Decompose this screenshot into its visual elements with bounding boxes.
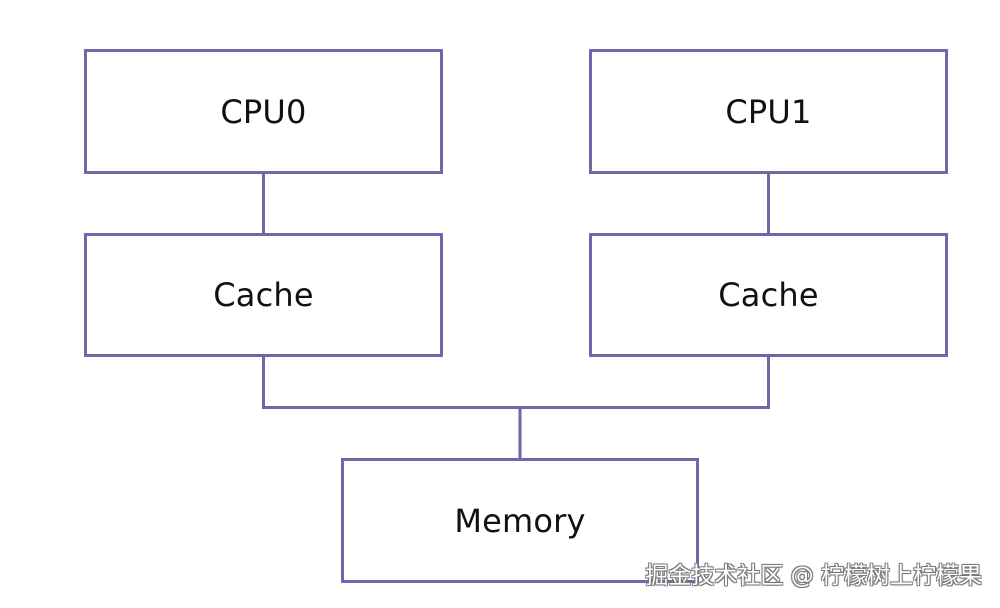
- cpu1-label: CPU1: [725, 92, 812, 131]
- edge-cache0-memory: [262, 355, 522, 460]
- cache1-label: Cache: [718, 276, 819, 314]
- cpu0-node: CPU0: [84, 49, 443, 174]
- cache0-label: Cache: [213, 276, 314, 314]
- cpu1-node: CPU1: [589, 49, 948, 174]
- memory-node: Memory: [341, 458, 699, 583]
- watermark-text: 掘金技术社区 @ 柠檬树上柠檬果: [645, 563, 982, 589]
- cache0-node: Cache: [84, 233, 443, 357]
- memory-label: Memory: [454, 501, 586, 540]
- cache1-node: Cache: [589, 233, 948, 357]
- edge-cache1-memory: [520, 355, 770, 409]
- cpu0-label: CPU0: [220, 92, 307, 131]
